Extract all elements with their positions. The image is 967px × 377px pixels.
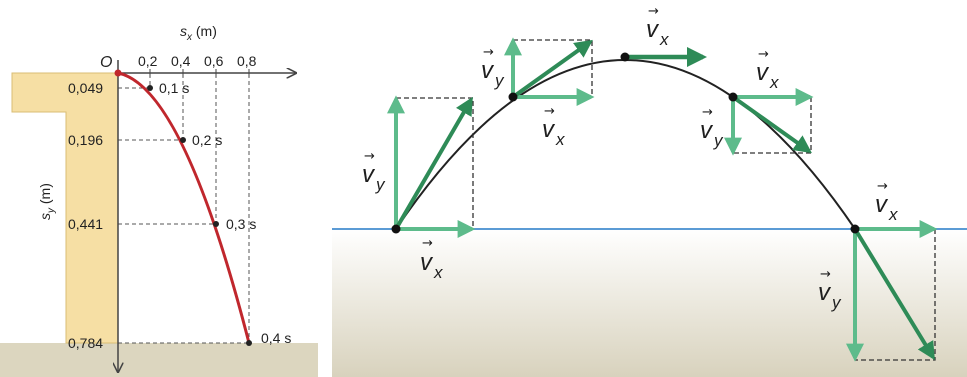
svg-text:y: y: [375, 175, 386, 194]
label-vx: → v x: [420, 236, 443, 282]
svg-text:v: v: [481, 57, 495, 84]
x-tick-label: 0,8: [237, 53, 257, 69]
svg-text:y: y: [831, 293, 842, 312]
time-label: 0,2 s: [192, 132, 222, 148]
trajectory-point: [246, 340, 252, 346]
svg-text:→: →: [544, 104, 555, 119]
svg-text:v: v: [700, 117, 714, 144]
origin-label: O: [100, 54, 112, 71]
vector-group-landing: [846, 220, 938, 362]
parabola: [395, 59, 856, 230]
svg-text:→: →: [702, 105, 713, 120]
time-label: 0,4 s: [261, 330, 291, 346]
vector-group-rising: [504, 37, 595, 106]
x-tick-marks: [149, 69, 250, 77]
time-label: 0,3 s: [226, 216, 256, 232]
guide-lines: [118, 74, 250, 344]
svg-text:x: x: [433, 263, 443, 282]
svg-text:→: →: [820, 267, 831, 282]
svg-text:x: x: [555, 130, 565, 149]
svg-text:→: →: [364, 149, 375, 164]
svg-text:v: v: [646, 16, 660, 43]
label-vx: → v x: [646, 4, 669, 49]
svg-text:y: y: [713, 131, 724, 150]
trajectory-curve: [117, 71, 251, 344]
svg-text:→: →: [648, 4, 659, 19]
launch-point: [114, 69, 122, 77]
svg-text:v: v: [818, 279, 832, 306]
label-vy: → v y: [481, 45, 505, 90]
x-axis-title: sx (m): [180, 23, 217, 43]
vector-group-launch: [387, 95, 476, 238]
vector-group-descending: [724, 88, 814, 156]
label-vx: → v x: [542, 104, 565, 149]
svg-text:x: x: [659, 30, 669, 49]
svg-text:v: v: [756, 59, 770, 86]
y-tick-label: 0,196: [68, 132, 103, 148]
time-label: 0,1 s: [159, 80, 189, 96]
svg-text:v: v: [420, 249, 434, 276]
trajectory-point: [147, 85, 153, 91]
trajectory-point: [180, 137, 186, 143]
left-panel: O sx (m) sy (m) 0,2 0,4 0,6 0,8 0,049 0,…: [0, 23, 318, 377]
svg-text:v: v: [362, 161, 376, 188]
svg-text:v: v: [542, 116, 556, 143]
x-tick-label: 0,2: [138, 53, 158, 69]
svg-text:→: →: [422, 236, 433, 251]
y-tick-label: 0,784: [68, 335, 103, 351]
x-tick-label: 0,4: [171, 53, 191, 69]
x-tick-label: 0,6: [204, 53, 224, 69]
svg-text:→: →: [877, 179, 888, 194]
ground-left: [0, 343, 318, 377]
svg-text:→: →: [758, 47, 769, 62]
label-vy: → v y: [818, 267, 842, 312]
y-tick-label: 0,049: [68, 80, 103, 96]
label-vx: → v x: [875, 179, 898, 224]
y-tick-label: 0,441: [68, 216, 103, 232]
vector-group-apex: [620, 46, 708, 68]
label-vy: → v y: [700, 105, 724, 150]
svg-text:→: →: [483, 45, 494, 60]
right-panel: → v y → v x → v y → v x → v x →: [332, 4, 967, 377]
svg-text:x: x: [769, 73, 779, 92]
svg-text:y: y: [494, 71, 505, 90]
svg-text:v: v: [875, 191, 889, 218]
cliff-wall: [11, 72, 119, 344]
svg-text:x: x: [888, 205, 898, 224]
y-axis-title: sy (m): [37, 183, 57, 220]
label-vy: → v y: [362, 149, 386, 194]
label-vx: → v x: [756, 47, 779, 92]
trajectory-point: [213, 221, 219, 227]
